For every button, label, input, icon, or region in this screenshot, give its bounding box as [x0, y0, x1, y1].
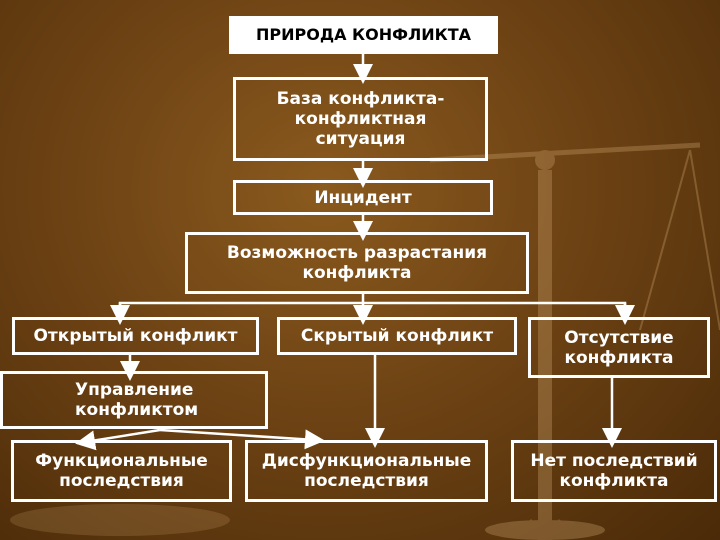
node-no-consequences: Нет последствий конфликта [511, 440, 717, 502]
node-conflict-management: Управление конфликтом [0, 371, 268, 429]
node-hidden-conflict: Скрытый конфликт [277, 317, 517, 355]
node-open-conflict: Открытый конфликт [12, 317, 259, 355]
node-dysfunctional-consequences: Дисфункциональные последствия [245, 440, 488, 502]
node-escalation-possibility: Возможность разрастания конфликта [185, 232, 529, 294]
page-title: ПРИРОДА КОНФЛИКТА [229, 16, 498, 54]
node-no-conflict: Отсутствие конфликта [528, 317, 710, 378]
node-conflict-base: База конфликта- конфликтная ситуация [233, 77, 488, 161]
node-incident: Инцидент [233, 180, 493, 215]
node-functional-consequences: Функциональные последствия [11, 440, 232, 502]
